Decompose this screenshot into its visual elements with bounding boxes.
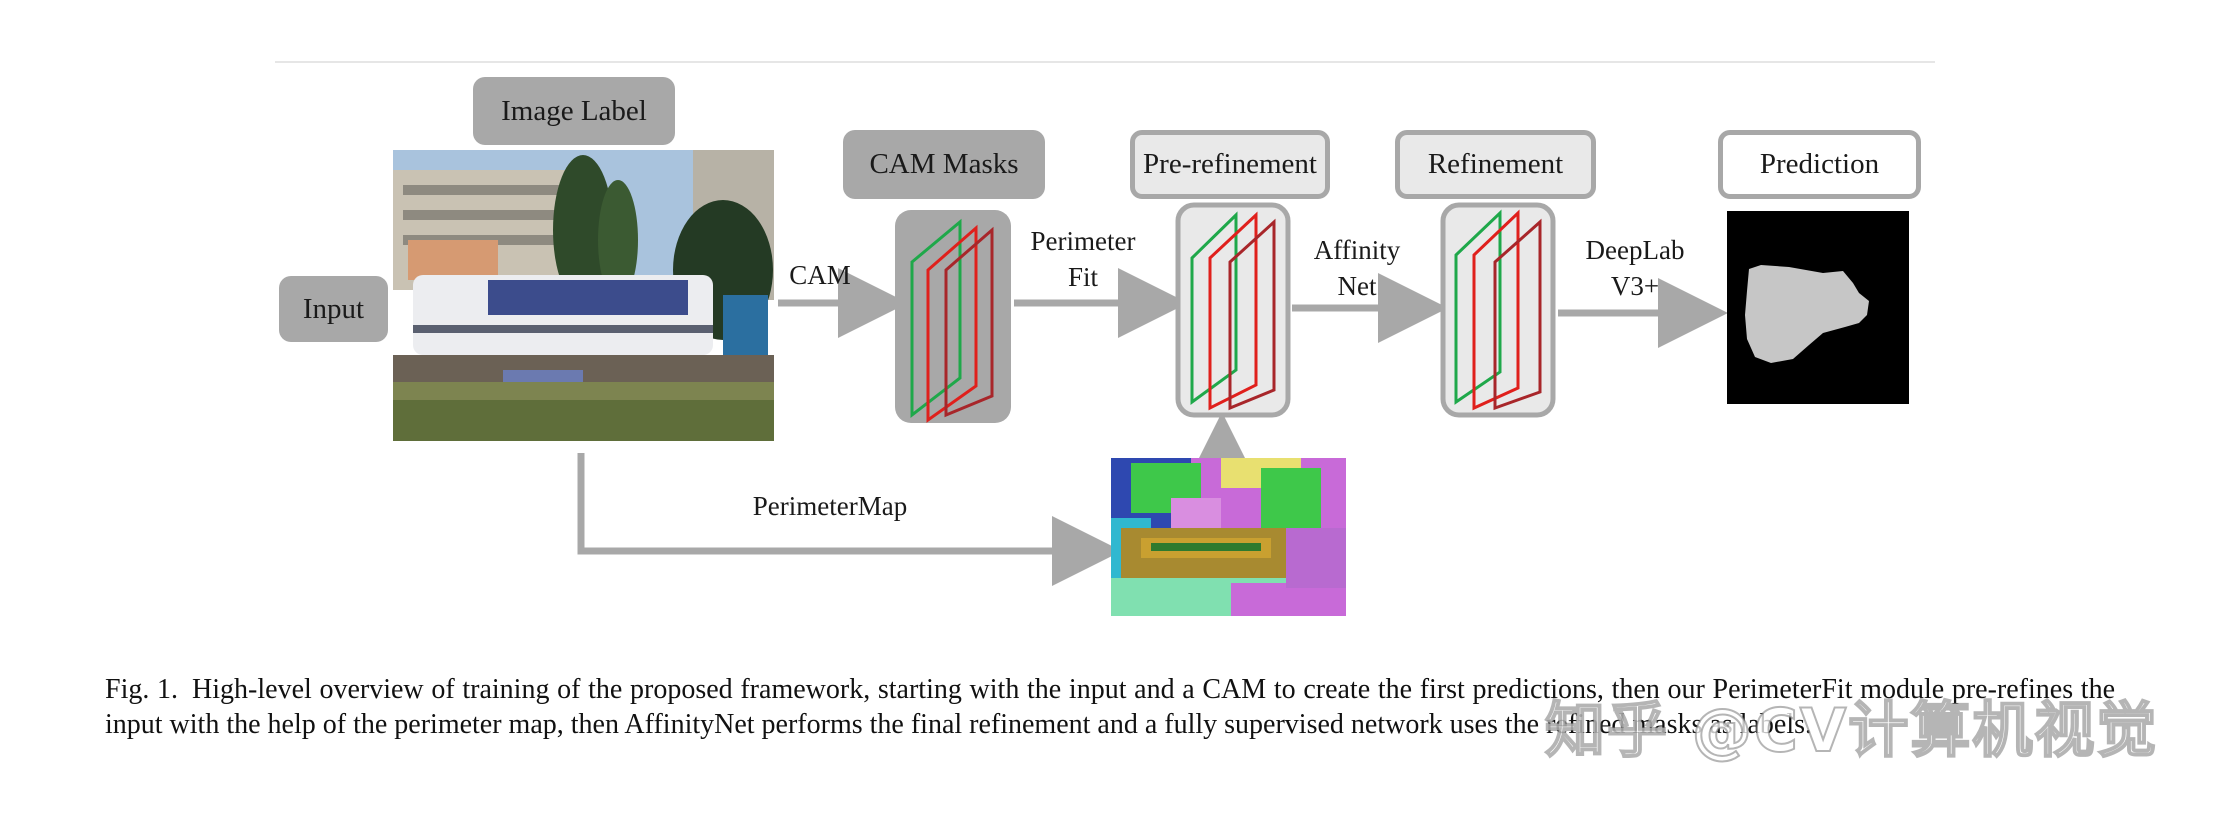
deeplab-line2: V3+	[1610, 271, 1660, 301]
arrow-perimeter-map	[577, 453, 1122, 586]
perimeter-map-image	[1111, 458, 1346, 616]
caption-text: High-level overview of training of the p…	[105, 674, 2115, 740]
perimeter-map-label: PerimeterMap	[720, 488, 940, 524]
input-photo	[393, 150, 774, 441]
pre-refinement-panel	[1175, 202, 1291, 418]
figure-label: Fig. 1.	[105, 674, 179, 705]
pre-refinement-text: Pre-refinement	[1143, 148, 1317, 180]
refinement-box: Refinement	[1395, 130, 1596, 199]
watermark: 知乎 @CV计算机视觉	[1544, 695, 2159, 767]
perimeter-fit-label: Perimeter Fit	[1018, 223, 1148, 295]
cam-masks-panel	[895, 210, 1011, 423]
cam-masks-drawing	[910, 218, 994, 423]
refinement-drawing	[1454, 209, 1542, 411]
affinity-net-label: Affinity Net	[1297, 232, 1417, 304]
image-label-box: Image Label	[473, 77, 675, 145]
image-label-text: Image Label	[501, 94, 647, 127]
deeplab-label: DeepLab V3+	[1570, 232, 1700, 304]
input-text: Input	[302, 292, 365, 325]
perimeter-fit-line1: Perimeter	[1030, 226, 1136, 256]
cam-masks-text: CAM Masks	[869, 148, 1019, 180]
top-rule	[275, 61, 1935, 63]
prediction-text: Prediction	[1759, 148, 1880, 180]
affinity-net-line1: Affinity	[1313, 235, 1401, 265]
figure-caption: Fig. 1.High-level overview of training o…	[105, 672, 2115, 742]
refinement-panel	[1440, 202, 1556, 418]
cam-arrow-label: CAM	[785, 257, 855, 293]
prediction-box: Prediction	[1718, 130, 1921, 199]
cam-masks-box: CAM Masks	[843, 130, 1045, 199]
pre-refinement-drawing	[1190, 211, 1276, 411]
input-box: Input	[279, 276, 388, 342]
affinity-net-line2: Net	[1337, 271, 1377, 301]
cam-label: CAM	[789, 260, 851, 290]
refinement-text: Refinement	[1427, 148, 1564, 180]
perimeter-map-text: PerimeterMap	[752, 491, 908, 521]
perimeter-fit-line2: Fit	[1067, 262, 1099, 292]
prediction-mask	[1727, 211, 1909, 404]
deeplab-line1: DeepLab	[1585, 235, 1685, 265]
pre-refinement-box: Pre-refinement	[1130, 130, 1330, 199]
